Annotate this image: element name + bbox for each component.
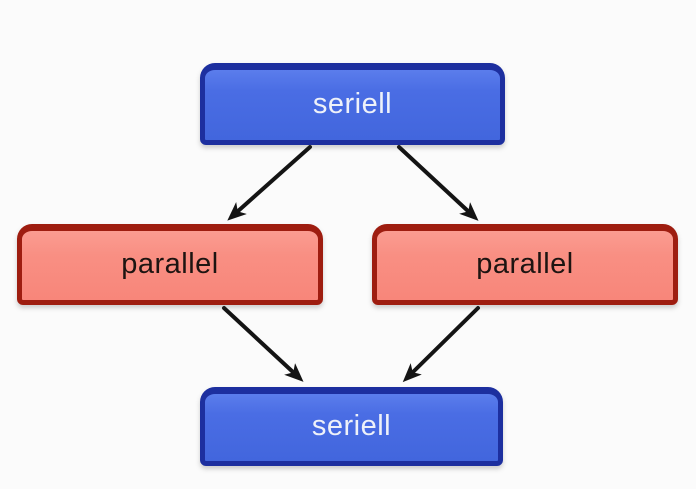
node-seriell-top-label: seriell	[312, 87, 393, 120]
arrow-top-to-left-parallel	[227, 145, 312, 221]
node-seriell-bottom-label: seriell	[311, 410, 392, 442]
node-parallel-right: parallel	[372, 224, 678, 305]
arrow-top-to-right-parallel	[397, 145, 479, 221]
node-parallel-left-label: parallel	[121, 248, 219, 280]
node-parallel-left: parallel	[17, 224, 323, 305]
node-seriell-top: seriell	[200, 63, 505, 145]
node-parallel-right-label: parallel	[476, 248, 574, 280]
arrow-left-parallel-to-bottom	[222, 306, 304, 382]
arrow-right-parallel-to-bottom	[402, 306, 480, 383]
node-seriell-bottom: seriell	[200, 387, 503, 466]
